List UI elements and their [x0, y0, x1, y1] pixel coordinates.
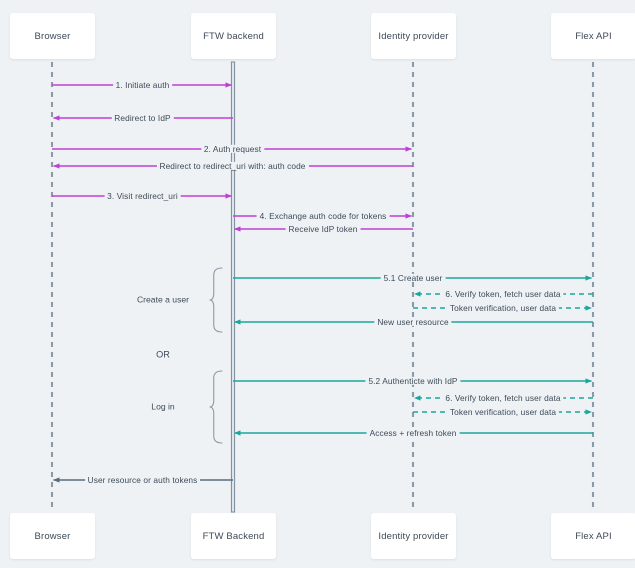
message-label-m10: Token verification, user data: [446, 304, 560, 312]
participant-bottom-flex[interactable]: Flex API: [551, 513, 635, 559]
message-label-m15: Access + refresh token: [366, 429, 460, 437]
message-label-m13: 6. Verify token, fetch user data: [442, 394, 564, 402]
group-label-log-in: Log in: [151, 401, 175, 412]
message-label-m3: 2. Auth request: [200, 145, 265, 153]
message-label-m1: 1. Initiate auth: [112, 81, 173, 89]
participant-label: Flex API: [575, 30, 612, 42]
group-braces-layer: [209, 267, 223, 444]
group-brace-create-a-user: [209, 267, 223, 333]
participant-bottom-browser[interactable]: Browser: [10, 513, 95, 559]
message-label-m11: New user resource: [374, 318, 452, 326]
message-label-m12: 5.2 Authenticte with IdP: [365, 377, 461, 385]
participant-top-browser[interactable]: Browser: [10, 13, 95, 59]
message-label-m7: Receive IdP token: [285, 225, 361, 233]
message-label-m4: Redirect to redirect_uri with: auth code: [156, 162, 309, 170]
message-label-m16: User resource or auth tokens: [84, 476, 201, 484]
participant-bottom-ftw[interactable]: FTW Backend: [191, 513, 276, 559]
message-label-m5: 3. Visit redirect_uri: [104, 192, 181, 200]
participant-label: Browser: [34, 30, 71, 42]
participant-label: Flex API: [575, 530, 612, 542]
participant-top-flex[interactable]: Flex API: [551, 13, 635, 59]
message-label-m14: Token verification, user data: [446, 408, 560, 416]
participant-top-ftw[interactable]: FTW backend: [191, 13, 276, 59]
lifelines-layer: [50, 61, 595, 513]
message-label-m6: 4. Exchange auth code for tokens: [256, 212, 390, 220]
participant-label: FTW backend: [203, 30, 264, 42]
group-label-create-a-user: Create a user: [136, 294, 190, 305]
messages-layer: [52, 82, 593, 483]
participant-label: Browser: [34, 530, 71, 542]
message-label-m2: Redirect to IdP: [111, 114, 174, 122]
group-brace-log-in: [209, 370, 223, 444]
group-separator-or: OR: [156, 349, 170, 360]
participant-label: Identity provider: [378, 530, 449, 542]
lifeline-ftw: [230, 61, 236, 513]
participant-bottom-idp[interactable]: Identity provider: [371, 513, 456, 559]
participant-label: Identity provider: [378, 30, 449, 42]
message-label-m9: 6. Verify token, fetch user data: [442, 290, 564, 298]
message-label-m8: 5.1 Create user: [380, 274, 446, 282]
participant-top-idp[interactable]: Identity provider: [371, 13, 456, 59]
participant-label: FTW Backend: [202, 530, 265, 542]
